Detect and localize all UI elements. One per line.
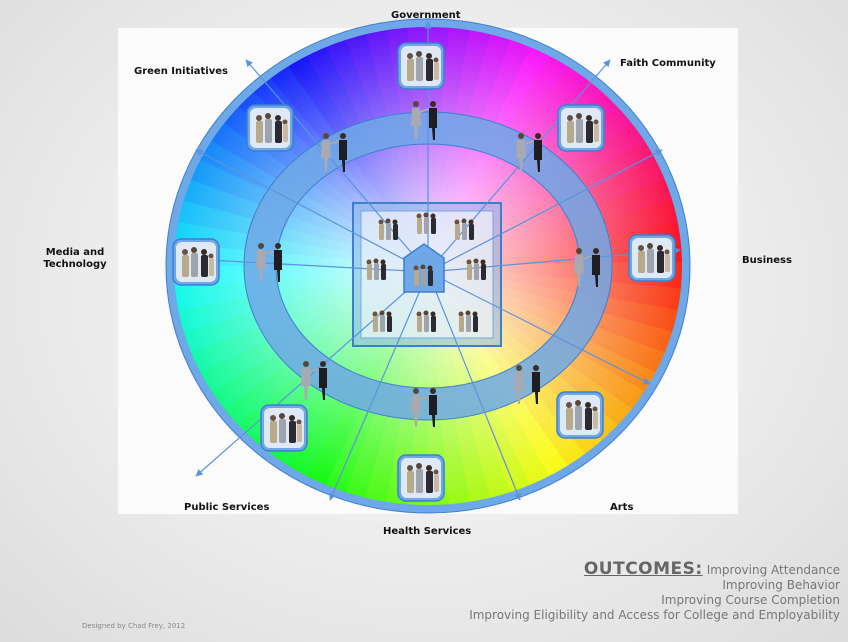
outcome-item: Improving Eligibility and Access for Col… <box>469 608 840 622</box>
sector-label-faith-community: Faith Community <box>620 58 716 69</box>
outcome-item: Improving Attendance <box>706 563 840 577</box>
outcome-item: Improving Behavior <box>722 578 840 592</box>
people-group-icon <box>416 310 436 332</box>
people-group-icon <box>556 391 604 439</box>
outcome-item: Improving Course Completion <box>661 593 840 607</box>
people-group-icon <box>557 104 605 152</box>
people-group-icon <box>372 310 392 332</box>
house-icon <box>403 243 445 293</box>
people-group-icon <box>397 42 445 90</box>
people-group-icon <box>458 310 478 332</box>
people-group-icon <box>260 404 308 452</box>
sector-label-government: Government <box>391 10 461 21</box>
people-group-icon <box>246 104 294 152</box>
people-group-icon <box>628 234 676 282</box>
sector-label-business: Business <box>742 255 792 266</box>
credit-text: Designed by Chad Frey, 2012 <box>82 622 186 630</box>
outcomes-header: OUTCOMES: <box>583 559 703 579</box>
people-group-icon <box>416 212 436 234</box>
radial-arrow <box>427 271 521 501</box>
radial-arrow <box>195 149 429 273</box>
sector-label-health-services: Health Services <box>383 526 472 537</box>
people-group-icon <box>172 238 220 286</box>
radial-arrow <box>329 271 429 501</box>
people-group-icon <box>378 218 398 240</box>
people-group-icon <box>397 454 445 502</box>
outcomes-block: OUTCOMES:Improving Attendance Improving … <box>469 559 840 623</box>
radial-arrow <box>195 271 429 477</box>
radial-arrow <box>427 271 651 385</box>
sector-label-green-initiatives: Green Initiatives <box>134 66 228 77</box>
sector-label-public-services: Public Services <box>184 502 270 513</box>
people-group-icon <box>466 258 486 280</box>
sector-label-media-technology: Media and Technology <box>43 247 107 270</box>
radial-arrow <box>427 149 663 273</box>
outcome-line: OUTCOMES:Improving Attendance <box>469 559 840 579</box>
sector-label-arts: Arts <box>610 502 634 513</box>
people-group-icon <box>454 218 474 240</box>
people-group-icon <box>366 258 386 280</box>
